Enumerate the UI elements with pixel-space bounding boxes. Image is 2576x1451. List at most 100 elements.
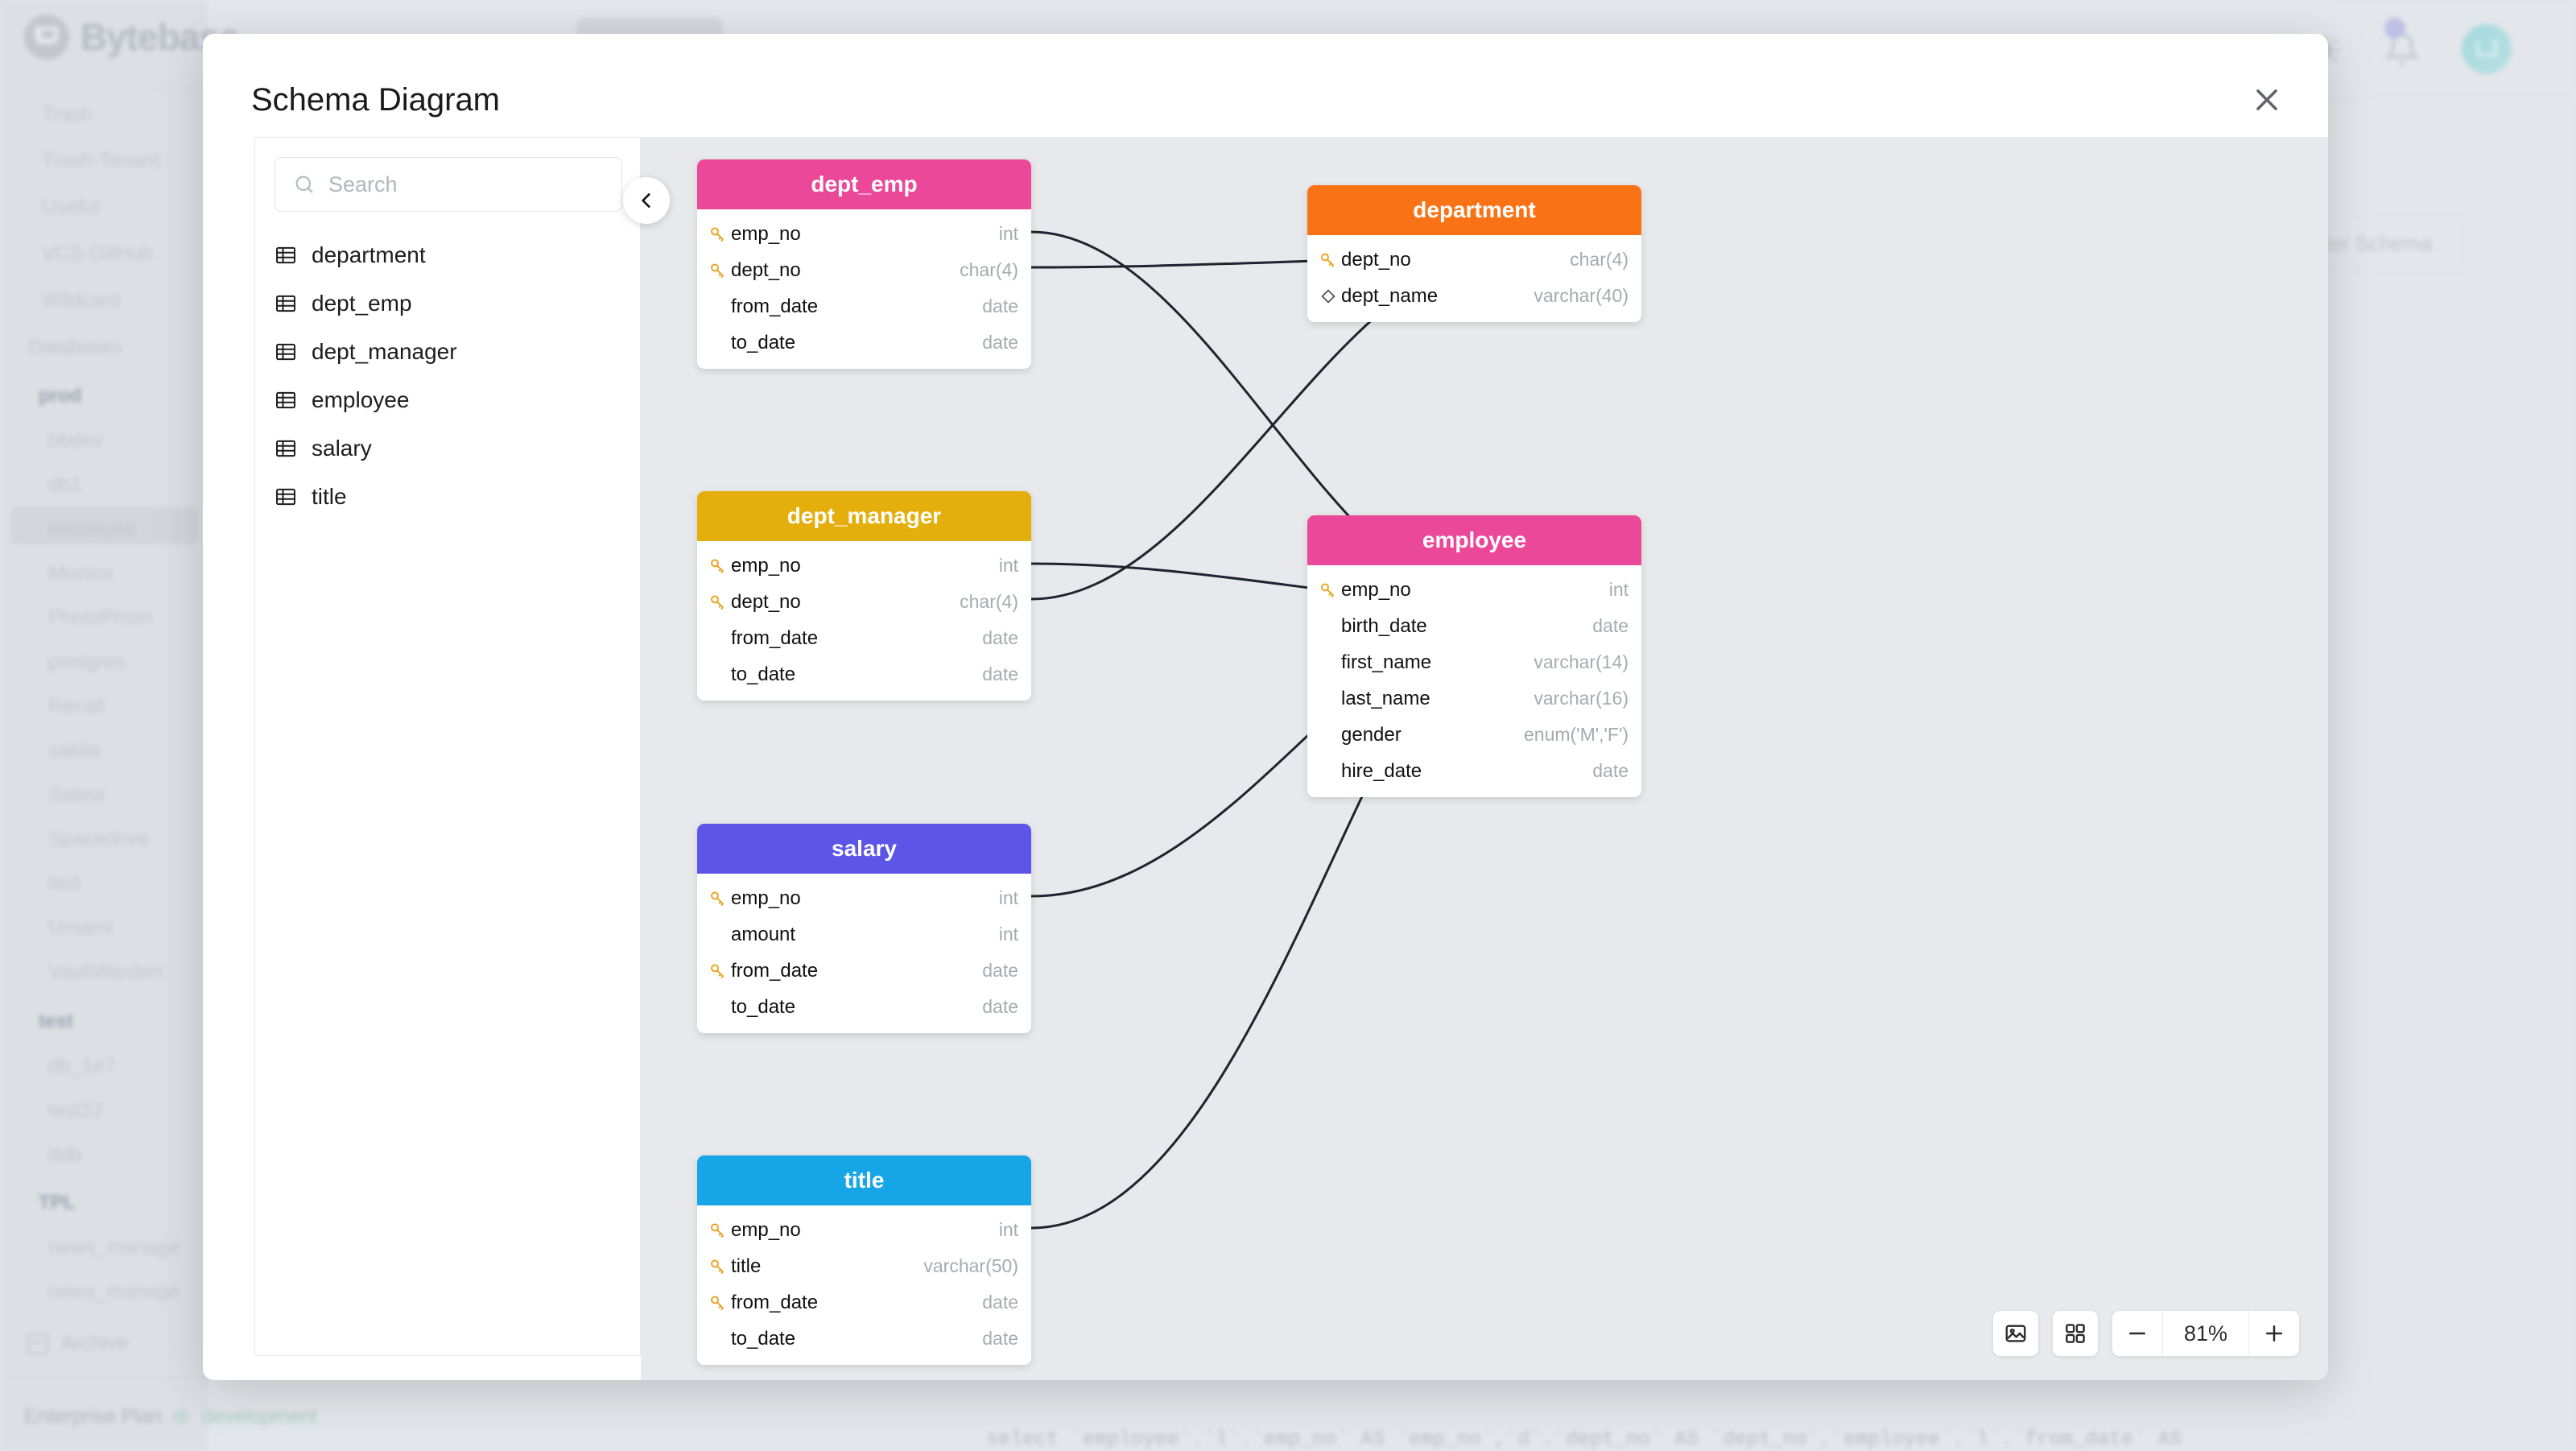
sidebar-item-trash-tenant[interactable]: Trash-Tenant (42, 149, 159, 172)
table-list-item-label: title (312, 484, 347, 510)
sidebar-db-news-manage-1[interactable]: news_manage (48, 1236, 180, 1259)
table-list-item-department[interactable]: department (255, 231, 640, 279)
sidebar-db-db-1e7[interactable]: db_1e7 (48, 1055, 115, 1078)
search-icon (293, 173, 316, 196)
sidebar-db-postgres[interactable]: postgres (48, 651, 126, 674)
sidebar-item-vcs-github[interactable]: VCS-GitHub (42, 242, 153, 266)
column-name: dept_name (1341, 285, 1534, 308)
table-node-header: department (1307, 185, 1641, 235)
column-name: from_date (731, 296, 982, 318)
sidebar-db-test[interactable]: test (48, 872, 80, 895)
primary-key-icon (708, 889, 731, 908)
sidebar-env-prod: prod (39, 385, 81, 407)
background-sidebar (0, 0, 208, 1449)
sidebar-item-useful[interactable]: Useful (42, 196, 99, 219)
primary-key-icon (708, 556, 731, 576)
table-list-item-dept_manager[interactable]: dept_manager (255, 328, 640, 376)
column-type: char(4) (960, 591, 1018, 613)
primary-key-icon (708, 225, 731, 244)
primary-key-icon (708, 1293, 731, 1313)
fit-view-button[interactable] (2053, 1311, 2098, 1356)
sidebar-db-db1[interactable]: db1 (48, 473, 82, 497)
column-type: int (999, 1219, 1018, 1241)
sql-preview-text: select `employee`.`l`.`emp_no` AS `emp_n… (986, 1428, 2182, 1451)
column-type: date (982, 627, 1018, 649)
column-type: date (982, 996, 1018, 1018)
schema-diagram-modal: Schema Diagram departmentdept_empdept_ma… (203, 34, 2328, 1380)
table-list-item-title[interactable]: title (255, 473, 640, 521)
column-type: date (1592, 760, 1629, 782)
sidebar-item-trash[interactable]: Trash (42, 103, 93, 126)
table-node-header: employee (1307, 515, 1641, 565)
plus-icon (2262, 1321, 2286, 1346)
primary-key-icon (708, 1257, 731, 1276)
export-image-button[interactable] (1993, 1311, 2038, 1356)
search-box[interactable] (275, 157, 622, 212)
table-list-item-salary[interactable]: salary (255, 424, 640, 473)
sidebar-db-employee[interactable]: employee (48, 518, 135, 541)
table-list-item-employee[interactable]: employee (255, 376, 640, 424)
sidebar-item-archive[interactable]: Archive (27, 1332, 128, 1355)
column-name: dept_no (1341, 249, 1570, 271)
column-name: to_date (731, 663, 982, 686)
sidebar-db-ttdb[interactable]: ttdb (48, 1143, 82, 1167)
sidebar-db-vaultwarden[interactable]: VaultWarden (48, 961, 163, 984)
sidebar-db-sakila[interactable]: sakila (48, 739, 100, 763)
index-diamond-icon (1319, 287, 1341, 306)
avatar[interactable]: LJ (2462, 24, 2512, 74)
primary-key-icon (708, 593, 731, 612)
column-name: first_name (1341, 651, 1534, 674)
sidebar-db-monica[interactable]: Monica (48, 562, 114, 585)
notification-badge (2384, 18, 2405, 39)
sidebar-db-bbdev[interactable]: bbdev (48, 429, 103, 453)
table-list-item-dept_emp[interactable]: dept_emp (255, 279, 640, 328)
sidebar-db-spacedrive[interactable]: Spacedrive (48, 828, 149, 851)
column-name: from_date (731, 1292, 982, 1314)
column-type: date (982, 296, 1018, 317)
sidebar-db-photoprism[interactable]: PhotoPrism (48, 606, 152, 630)
zoom-in-button[interactable] (2249, 1311, 2299, 1356)
sidebar-env-tpl: TPL (39, 1192, 75, 1214)
column-name: dept_no (731, 259, 960, 282)
column-name: emp_no (731, 1219, 999, 1242)
zoom-out-button[interactable] (2112, 1311, 2162, 1356)
collapse-panel-button[interactable] (623, 177, 670, 224)
table-icon (275, 486, 297, 508)
sidebar-db-news-manage-2[interactable]: news_manage (48, 1280, 180, 1304)
zoom-level-label[interactable]: 81% (2162, 1311, 2249, 1356)
sidebar-db-recall[interactable]: Recall (48, 695, 104, 718)
column-type: date (1592, 615, 1629, 637)
sidebar-db-saleor[interactable]: Saleor (48, 783, 106, 807)
table-icon (275, 341, 297, 363)
column-name: emp_no (1341, 579, 1609, 601)
sidebar-db-umami[interactable]: Umami (48, 916, 112, 940)
table-list-panel: departmentdept_empdept_manageremployeesa… (254, 137, 641, 1356)
archive-icon (27, 1333, 48, 1354)
column-type: enum('M','F') (1524, 724, 1629, 746)
archive-label: Archive (61, 1332, 128, 1355)
minus-icon (2125, 1321, 2149, 1346)
table-icon (275, 389, 297, 411)
close-icon[interactable] (2243, 76, 2291, 124)
primary-key-icon (1319, 250, 1341, 270)
column-type: date (982, 663, 1018, 685)
search-input[interactable] (328, 172, 604, 197)
sidebar-item-wildcard[interactable]: Wildcard (42, 289, 120, 312)
sidebar-db-test22[interactable]: test22 (48, 1099, 103, 1122)
table-icon (275, 437, 297, 460)
